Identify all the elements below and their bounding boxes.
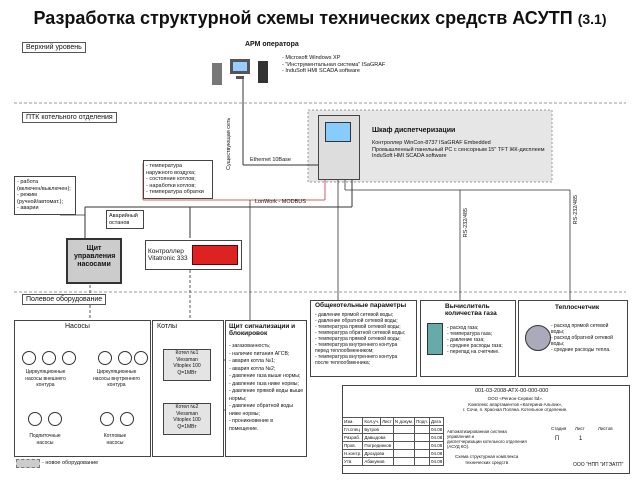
pump-icon <box>118 351 132 365</box>
heat-meter-box: Теплосчетчик - расход прямой сетевой вод… <box>518 300 628 377</box>
arm-title: АРМ оператора <box>245 41 299 48</box>
level-ptk-label: ПТК котельного отделения <box>22 112 117 123</box>
boilers-box: Котлы Котел №1 Viessman Vitoplex 100 Q=1… <box>152 320 224 457</box>
operator-workstation-icon <box>212 55 277 85</box>
cabinet-title: Шкаф диспетчеризации <box>372 127 456 134</box>
gas-meter-box: Вычислитель количества газа - расход газ… <box>420 300 516 377</box>
level-top-label: Верхний уровень <box>22 42 86 53</box>
cabinet-icon <box>318 115 360 180</box>
pump-icon <box>62 351 76 365</box>
pump-icon <box>100 412 114 426</box>
rs-label-1: RS-232/485 <box>463 208 469 238</box>
cabinet-desc: Контроллер WinCon-8737 ISaGRAF Embedded … <box>372 140 545 159</box>
slide-title: Разработка структурной схемы технических… <box>33 8 607 28</box>
pump-icon <box>42 351 56 365</box>
level-field-label: Полевое оборудование <box>22 294 107 305</box>
state-list: - работа (включен/выключен); - режим (ру… <box>14 176 76 215</box>
pump-icon <box>120 412 134 426</box>
ethernet-label: Ethernet 10Base <box>250 157 291 163</box>
pump-icon <box>22 351 36 365</box>
vitatronic-controller: Контроллер Vitatronic 333 <box>145 240 242 270</box>
pump-icon <box>134 351 148 365</box>
lonwork-label: LonWork - MODBUS <box>255 199 306 205</box>
pumps-box: Насосы Циркуляционные насосы внешнего ко… <box>14 320 151 457</box>
existing-network-label: Существующая сеть <box>226 117 232 170</box>
legend-text: - новое оборудование <box>42 460 99 466</box>
emergency-stop: Аварийный останов <box>106 210 144 229</box>
gas-meter-icon <box>427 323 443 355</box>
temperature-list: - температура наружного воздуха; - состо… <box>143 160 213 199</box>
rs-label-2: RS-232/485 <box>573 195 579 225</box>
alarm-panel-box: Щит сигнализации и блокировок - загазова… <box>225 320 307 457</box>
common-params-box: Общекотельные параметры - давление прямо… <box>310 300 417 377</box>
pump-control-panel: Щит управления насосами <box>66 238 122 284</box>
pump-icon <box>48 412 62 426</box>
arm-items: - Microsoft Windows XP - "Инструментальн… <box>282 55 386 74</box>
pump-icon <box>28 412 42 426</box>
legend-swatch <box>16 459 40 468</box>
pump-icon <box>98 351 112 365</box>
heat-meter-icon <box>525 325 551 351</box>
